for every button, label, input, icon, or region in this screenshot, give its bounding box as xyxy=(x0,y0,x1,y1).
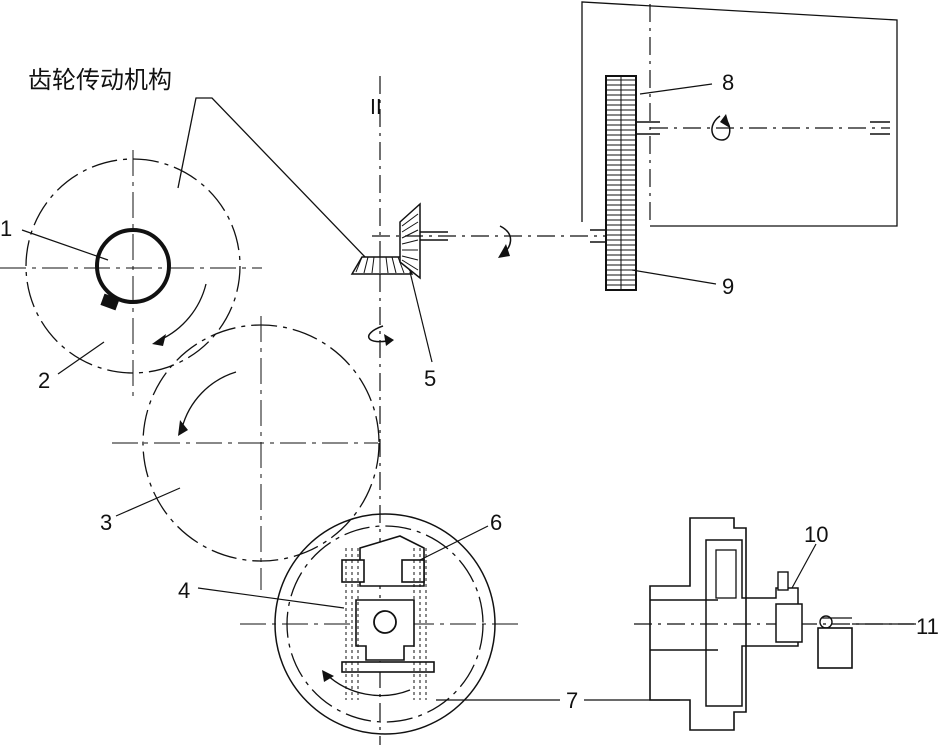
label-3: 3 xyxy=(100,510,112,535)
title-leader-lines xyxy=(177,97,367,259)
label-5: 5 xyxy=(424,366,436,391)
spur-gear-8-9 xyxy=(605,75,637,291)
label-8: 8 xyxy=(722,70,734,95)
label-9: 9 xyxy=(722,274,734,299)
vertical-shaft-ii: II xyxy=(367,76,394,745)
label-1: 1 xyxy=(0,216,12,241)
label-6: 6 xyxy=(490,510,502,535)
crank-mechanism-4-6 xyxy=(341,535,435,700)
clutch-assembly xyxy=(634,517,920,731)
bevel-gear-vertical xyxy=(399,202,448,280)
cam-wheel-7 xyxy=(240,513,520,735)
gearbox-housing xyxy=(581,1,898,227)
label-10: 10 xyxy=(804,522,828,547)
diagram-title: 齿轮传动机构 xyxy=(28,66,172,94)
label-7: 7 xyxy=(566,688,578,713)
label-11: 11 xyxy=(916,614,939,639)
shaft-mark: II xyxy=(370,95,382,119)
gear-3 xyxy=(112,316,380,590)
horizontal-shaft xyxy=(372,225,610,258)
label-4: 4 xyxy=(178,578,190,603)
leader-lines xyxy=(21,83,914,701)
label-2: 2 xyxy=(38,368,50,393)
shaft-1 xyxy=(95,228,171,311)
gear-2 xyxy=(0,150,262,402)
